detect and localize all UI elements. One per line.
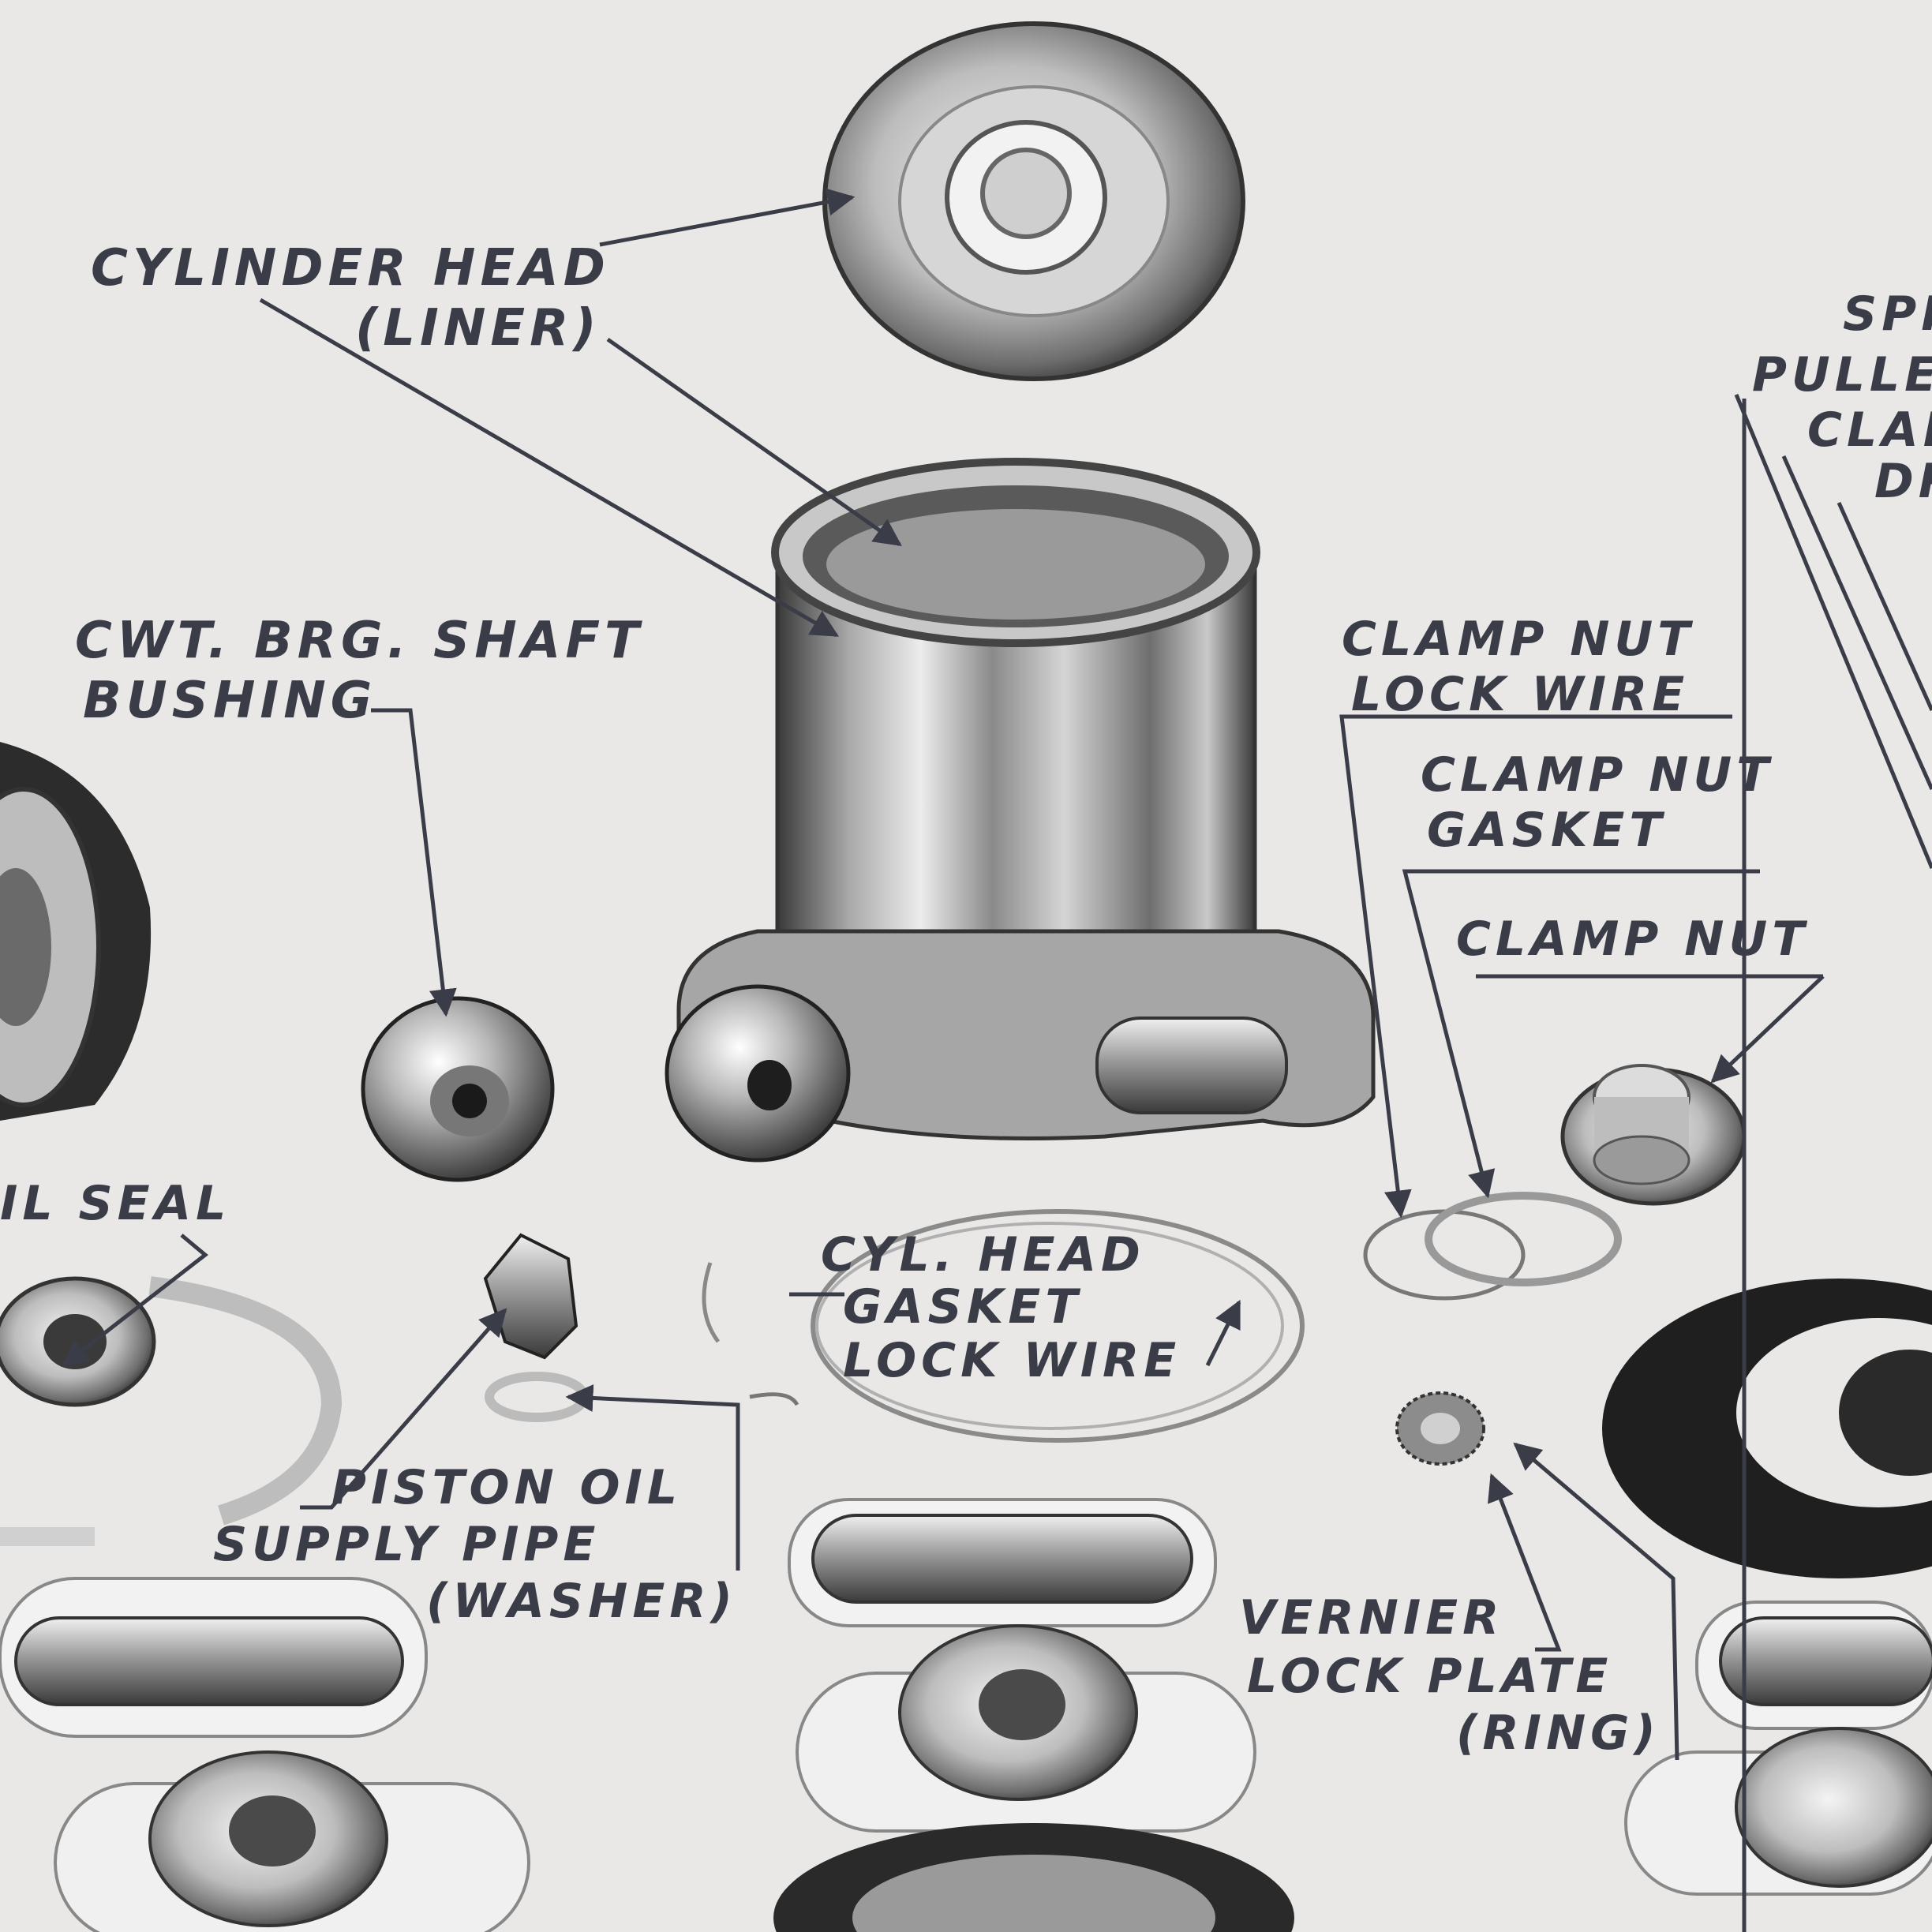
label-fragment-pulle: PULLE — [1752, 347, 1932, 402]
clamp-nut-part — [1560, 1064, 1747, 1206]
label-oil-seal: IL SEAL — [0, 1176, 231, 1231]
oil-pipe-part — [483, 1233, 589, 1422]
label-bushing-line1: CWT. BRG. SHAFT — [75, 612, 644, 670]
right-seal-part — [1602, 1279, 1932, 1578]
label-vernier-lock-plate-line2: LOCK PLATE — [1247, 1649, 1613, 1704]
label-vernier-lock-plate-line3: (RING) — [1456, 1705, 1661, 1761]
label-clamp-nut-gasket-line2: GASKET — [1427, 803, 1667, 858]
label-clamp-nut: CLAMP NUT — [1456, 912, 1810, 967]
label-cylinder-head-line2: (LINER) — [355, 299, 601, 358]
label-piston-oil-pipe-line3: (WASHER) — [426, 1574, 737, 1629]
label-fragment-dr: DR — [1874, 454, 1932, 509]
label-gasket-lock-wire: CYL. HEAD GASKET LOCK WIRE — [821, 1231, 1181, 1384]
pin-parts — [0, 1498, 1932, 1738]
cylinder-liner-part — [665, 458, 1376, 1163]
leader-lines — [61, 188, 1932, 1932]
cylinder-head-part — [822, 21, 1245, 381]
vernier-lock-plate-part — [1395, 1391, 1485, 1466]
label-fragment-spi: SPI — [1843, 286, 1932, 342]
label-clamp-nut-lock-wire-line2: LOCK WIRE — [1351, 667, 1690, 722]
label-cylinder-head-line1: CYLINDER HEAD — [91, 239, 610, 298]
label-gasket-lock-wire-line2: GASKET — [843, 1279, 1083, 1335]
label-piston-oil-pipe-line1: PISTON OIL — [331, 1460, 683, 1515]
label-clamp-nut-gasket: CLAMP NUT GASKET — [1421, 751, 1773, 854]
label-vernier-lock-plate-line1: VERNIER — [1239, 1590, 1504, 1646]
label-piston-oil-pipe: PISTON OIL SUPPLY PIPE (WASHER) — [205, 1464, 737, 1625]
gasket-lock-wire-part — [702, 1209, 1305, 1443]
label-fragment-clam: CLAM — [1807, 402, 1932, 458]
label-bushing-line2: BUSHING — [83, 672, 377, 730]
bushing-part — [361, 996, 555, 1182]
label-vernier-lock-plate: VERNIER LOCK PLATE (RING) — [1239, 1594, 1661, 1757]
label-clamp-nut-gasket-line1: CLAMP NUT — [1421, 747, 1774, 803]
label-clamp-nut-lock-wire-line1: CLAMP NUT — [1342, 612, 1695, 667]
label-clamp-nut-lock-wire: CLAMP NUT LOCK WIRE — [1342, 616, 1694, 718]
clamp-nut-rings-part — [1363, 1192, 1622, 1301]
label-piston-oil-pipe-line2: SUPPLY PIPE — [213, 1517, 601, 1572]
label-gasket-lock-wire-line1: CYL. HEAD — [821, 1227, 1145, 1282]
label-cylinder-head: CYLINDER HEAD (LINER) — [91, 243, 610, 354]
label-gasket-lock-wire-line3: LOCK WIRE — [843, 1333, 1181, 1388]
label-bushing: CWT. BRG. SHAFT BUSHING — [75, 616, 644, 726]
left-edge-part — [0, 742, 152, 1121]
link-plate-parts — [54, 1624, 1932, 1932]
